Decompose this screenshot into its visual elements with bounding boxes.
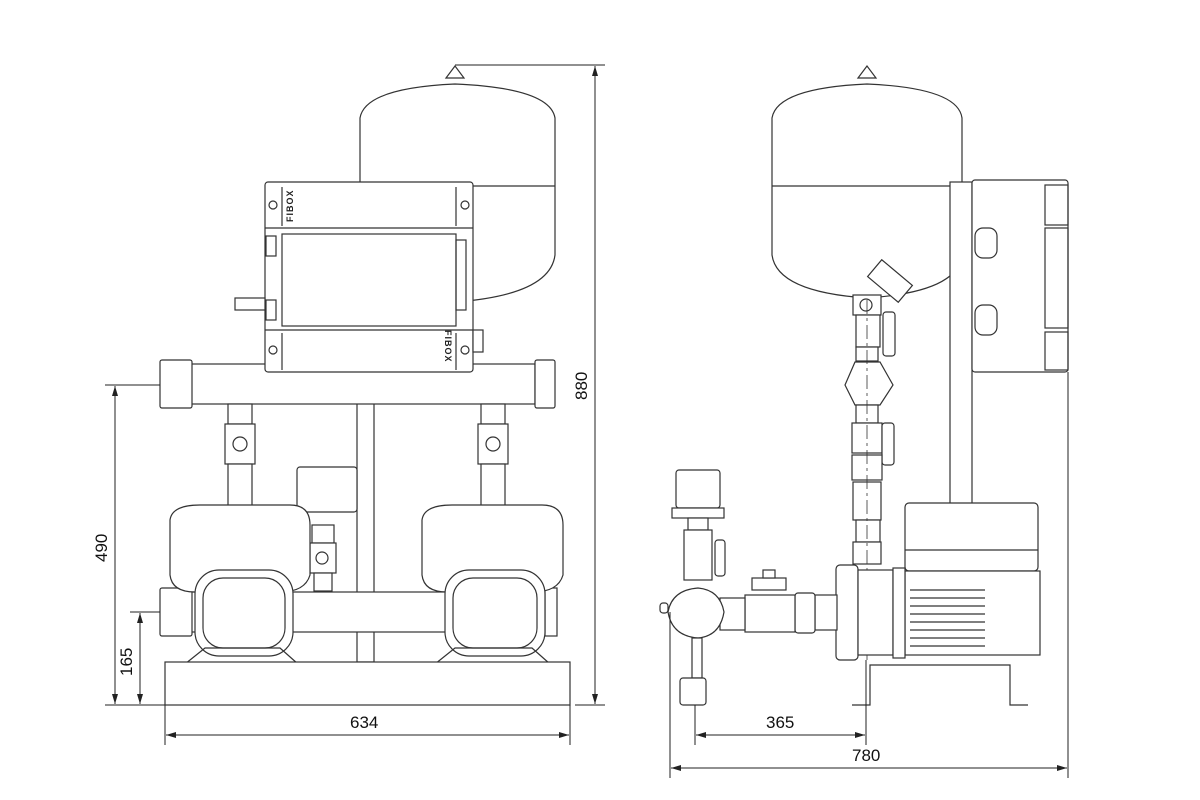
front-view: FIBOX FIBOX [159,65,571,706]
dim-height-total: 880 [572,372,591,400]
pump-side [835,502,1041,706]
pump-right [421,504,564,665]
side-dimensions: 365 780 [669,372,1069,778]
isolation-valve-right [477,403,509,509]
dim-height-suction: 165 [117,648,136,676]
drain-valve [309,524,337,592]
pressure-controller [296,466,358,513]
isolation-valve-left [224,403,256,509]
dim-height-manifold: 490 [92,534,111,562]
base-frame [164,661,571,706]
suction-assembly [659,469,838,706]
front-dimensions: 880 490 165 634 [92,64,605,745]
control-box: FIBOX FIBOX [234,181,484,373]
pressure-tank-side [771,65,963,304]
logo-text: FIBOX [443,330,453,363]
dim-depth-total: 780 [852,746,880,765]
mounting-plate [949,181,973,506]
pump-left [169,504,311,665]
side-view [659,65,1069,706]
control-box-side [971,179,1069,373]
dim-width: 634 [350,713,378,732]
dim-pipe-offset: 365 [766,713,794,732]
logo-text: FIBOX [285,189,295,222]
